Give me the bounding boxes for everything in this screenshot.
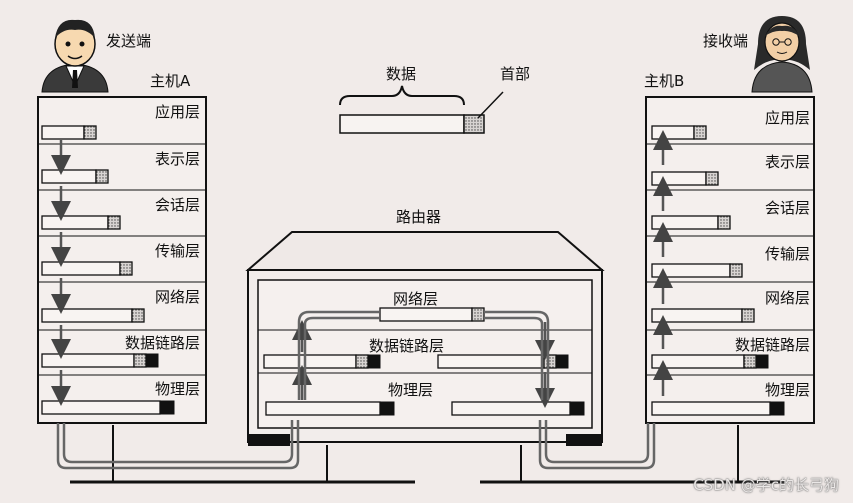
host-a-layer-transport: 传输层	[154, 242, 200, 260]
signal-path	[56, 310, 656, 470]
host-b-layer-physical: 物理层	[764, 381, 810, 399]
host-a-layer-physical: 物理层	[154, 380, 200, 398]
host-a-layer-application: 应用层	[154, 103, 200, 121]
router-pdu-physical-in	[265, 401, 395, 416]
host-a-layer-datalink: 数据链路层	[124, 334, 200, 352]
host-a-layer-presentation: 表示层	[154, 150, 200, 168]
receiver-label: 接收端	[703, 32, 749, 50]
pdu-datalink	[651, 354, 769, 369]
router-layer-network: 网络层	[393, 290, 439, 308]
router-pdu-physical-out	[451, 401, 585, 416]
pdu-network	[41, 308, 145, 323]
legend-frame	[339, 85, 504, 134]
pdu-application	[41, 125, 97, 140]
pdu-physical	[651, 401, 785, 416]
router-pdu-network	[379, 307, 485, 322]
host-b-layer-presentation: 表示层	[764, 153, 810, 171]
host-b-layer-datalink: 数据链路层	[734, 336, 810, 354]
pdu-datalink	[41, 353, 159, 368]
host-b-pdus	[651, 125, 785, 416]
pdu-session	[41, 215, 121, 230]
pdu-transport	[651, 263, 743, 278]
router-layer-physical: 物理层	[388, 381, 434, 399]
pdu-transport	[41, 261, 133, 276]
host-b-stack	[645, 96, 815, 424]
host-b-label: 主机B	[644, 72, 685, 90]
host-a-stack	[37, 96, 207, 424]
legend-data-label: 数据	[386, 65, 417, 83]
legend-header-label: 首部	[500, 65, 531, 83]
router-title: 路由器	[396, 208, 442, 226]
watermark: CSDN @学c的长弓狗	[693, 476, 839, 494]
receiver-avatar-icon	[751, 16, 813, 93]
router-pdus	[263, 307, 585, 416]
pdu-presentation	[651, 171, 719, 186]
host-b-layer-application: 应用层	[764, 109, 810, 127]
pdu-presentation	[41, 169, 109, 184]
pdu-session	[651, 215, 731, 230]
pdu-application	[651, 125, 707, 140]
network-cable	[70, 425, 785, 484]
host-a-pdus	[41, 125, 175, 415]
router-pdu-datalink-in	[263, 354, 381, 369]
router-layer-datalink: 数据链路层	[369, 337, 445, 355]
host-a-layer-network: 网络层	[154, 288, 200, 306]
sender-avatar-icon	[41, 19, 109, 93]
host-b-layer-transport: 传输层	[764, 245, 810, 263]
sender-label: 发送端	[106, 32, 152, 50]
pdu-network	[651, 308, 755, 323]
pdu-physical	[41, 400, 175, 415]
host-b-layer-network: 网络层	[764, 289, 810, 307]
host-b-layer-session: 会话层	[764, 199, 810, 217]
host-a-label: 主机A	[150, 72, 191, 90]
host-a-layer-session: 会话层	[154, 196, 200, 214]
